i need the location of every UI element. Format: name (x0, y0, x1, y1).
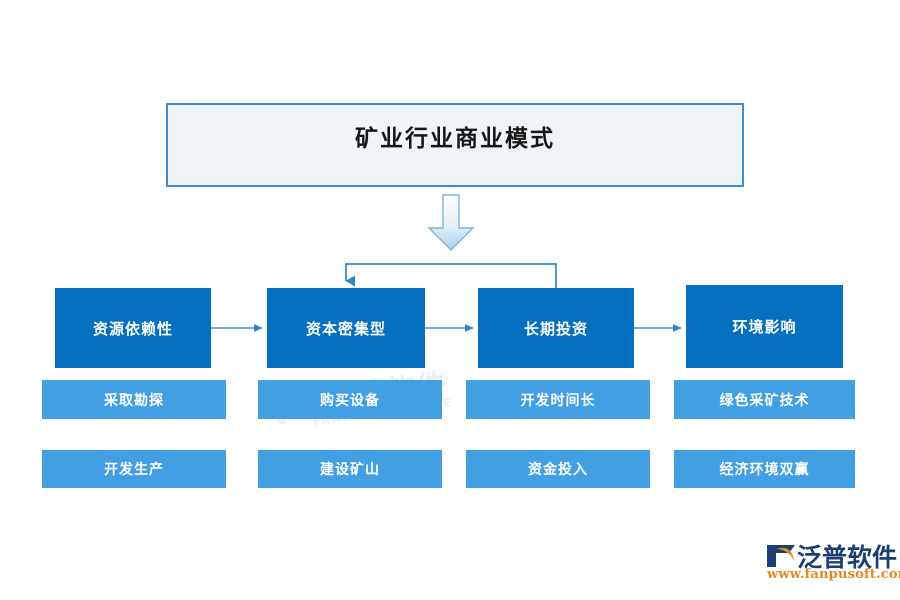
diagram-title: 矿业行业商业模式 (355, 126, 555, 152)
sub-box-label: 开发生产 (104, 462, 164, 478)
sub-box-label: 开发时间长 (520, 392, 596, 409)
brand-logo: 泛普软件 www.fanpusoft.com (765, 538, 900, 586)
sub-box-label: 资金投入 (528, 462, 588, 478)
sub-box-col4-row2[interactable]: 经济环境双赢 (674, 450, 855, 488)
down-block-arrow-icon (420, 194, 482, 252)
process-box-long-term-investment[interactable]: 长期投资 (478, 288, 634, 368)
fanpu-logo-icon (765, 541, 799, 569)
sub-box-col2-row2[interactable]: 建设矿山 (258, 450, 442, 488)
sub-box-label: 经济环境双赢 (719, 462, 810, 478)
sub-box-label: 购买设备 (320, 392, 380, 409)
process-box-environmental-impact[interactable]: 环境影响 (686, 285, 843, 368)
sub-box-col3-row1[interactable]: 开发时间长 (466, 380, 650, 419)
diagram-title-box: 矿业行业商业模式 (166, 103, 744, 187)
sub-box-label: 绿色采矿技术 (719, 392, 810, 409)
sub-box-label: 建设矿山 (320, 462, 380, 478)
process-box-label: 环境影响 (732, 318, 797, 336)
sub-box-col1-row2[interactable]: 开发生产 (42, 450, 226, 488)
sub-box-col4-row1[interactable]: 绿色采矿技术 (674, 380, 855, 419)
sub-box-col2-row1[interactable]: 购买设备 (258, 380, 442, 419)
brand-url: www.fanpusoft.com (767, 567, 900, 582)
process-box-label: 资本密集型 (305, 319, 386, 338)
process-box-label: 资源依赖性 (92, 319, 173, 338)
brand-name: 泛普软件 (797, 543, 898, 572)
process-box-label: 长期投资 (523, 319, 588, 338)
sub-box-label: 采取勘探 (104, 392, 164, 409)
sub-box-col1-row1[interactable]: 采取勘探 (42, 380, 226, 419)
process-box-capital-intensive[interactable]: 资本密集型 (267, 288, 425, 368)
sub-box-col3-row2[interactable]: 资金投入 (466, 450, 650, 488)
feedback-loop-arrow (345, 263, 557, 288)
process-box-resource-dependency[interactable]: 资源依赖性 (55, 288, 211, 368)
